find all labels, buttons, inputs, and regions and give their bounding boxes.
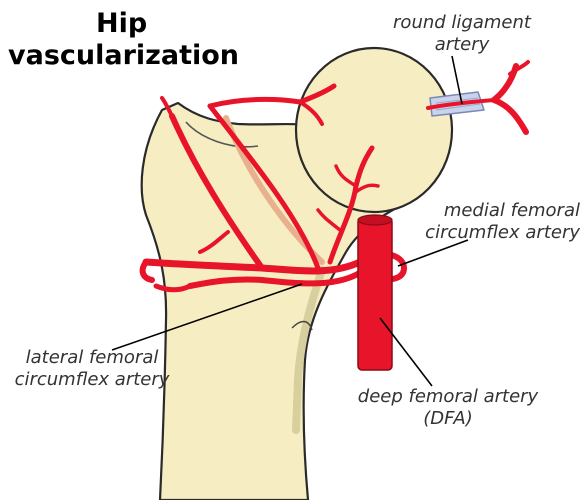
label-medial-femoral-circumflex-artery: medial femoral circumflex artery <box>398 200 580 244</box>
epiphyseal-twig-2 <box>354 183 380 194</box>
ascending-branch-2 <box>207 103 321 271</box>
loop-branch-3 <box>198 230 230 254</box>
superior-branch-twig <box>298 100 324 126</box>
deep-femoral-artery <box>357 217 393 371</box>
label-lateral-femoral-circumflex-artery: lateral femoral circumflex artery <box>4 347 180 391</box>
obturator-branch-3 <box>508 60 530 76</box>
title-line-2: vascularization <box>8 40 240 71</box>
lateral-branch-twig <box>160 96 174 118</box>
arteries <box>139 60 530 293</box>
deep-femoral-artery-top <box>357 214 393 226</box>
label-medial-line-1: medial femoral <box>443 200 580 221</box>
epiphyseal-twig-3 <box>316 208 342 232</box>
label-deep-line-2: (DFA) <box>423 408 473 429</box>
shaft-inner-line <box>291 320 313 331</box>
leader-lines <box>111 55 469 387</box>
label-deep-femoral-artery: deep femoral artery (DFA) <box>334 386 562 430</box>
label-round-ligament-artery: round ligament artery <box>364 12 560 56</box>
title-line-1: Hip <box>96 8 148 39</box>
lateral-circumflex-artery <box>187 267 367 289</box>
label-lateral-line-1: lateral femoral <box>25 347 159 368</box>
label-medial-line-2: circumflex artery <box>425 222 580 243</box>
leader-deep <box>379 317 433 387</box>
leader-round-ligament <box>451 55 463 105</box>
epiphyseal-twig-1 <box>334 164 358 188</box>
loop-branch-1 <box>139 259 155 283</box>
label-round-ligament-line-1: round ligament <box>393 12 531 33</box>
obturator-branch-2 <box>491 97 529 135</box>
round-ligament-fibers <box>435 97 481 111</box>
loop-branch-2 <box>153 283 193 293</box>
femoral-head <box>294 46 454 214</box>
label-deep-line-1: deep femoral artery <box>357 386 539 407</box>
trochanter-inner-line <box>185 121 259 148</box>
round-ligament-artery <box>426 98 496 110</box>
label-round-ligament-line-2: artery <box>434 34 490 55</box>
ascending-branch <box>169 113 265 271</box>
leader-medial <box>397 239 469 267</box>
label-lateral-line-2: circumflex artery <box>14 369 170 390</box>
leader-lateral <box>111 283 303 351</box>
